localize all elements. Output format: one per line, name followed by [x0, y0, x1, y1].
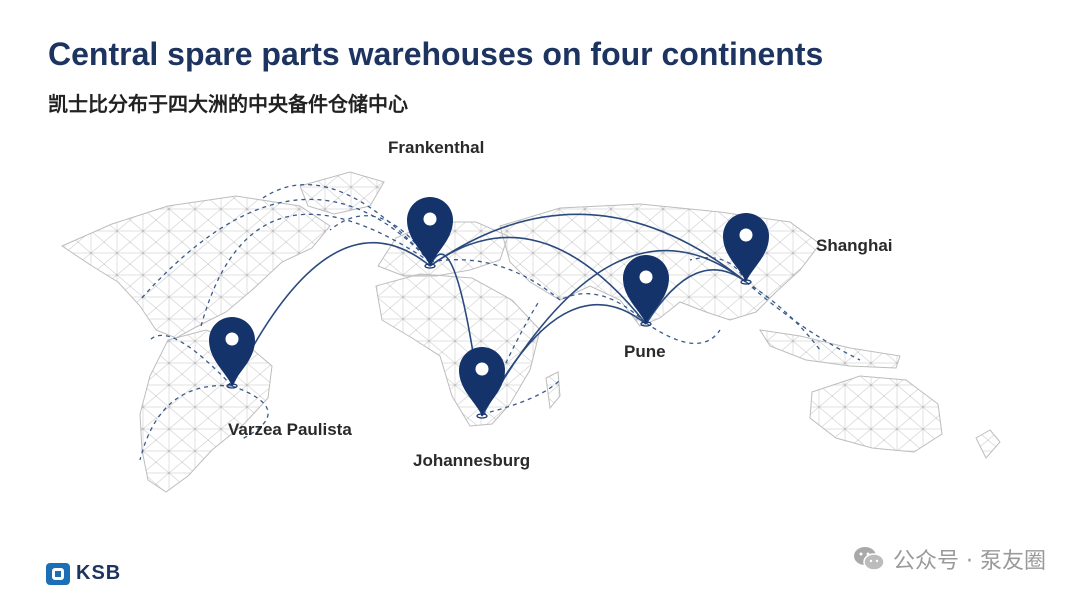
route-frankenthal-shanghai — [429, 213, 747, 283]
continent-new-zealand — [975, 429, 1001, 459]
continent-southeast-asia — [759, 329, 901, 369]
pin-johannesburg — [459, 347, 505, 419]
ksb-logo: KSB — [46, 562, 121, 585]
ksb-logo-text: KSB — [76, 562, 122, 584]
continent-africa — [375, 273, 541, 427]
watermark-text: 公众号 · 泵友圈 — [893, 549, 1046, 574]
pin-varzea — [209, 317, 255, 389]
route-pune-shanghai — [645, 268, 747, 325]
page-title: Central spare parts warehouses on four c… — [48, 36, 824, 72]
route-johannesburg-shanghai — [481, 249, 747, 417]
label-pune: Pune — [624, 342, 666, 361]
route-frankenthal-varzea — [231, 241, 431, 387]
continent-madagascar — [545, 371, 561, 410]
ksb-logo-icon — [46, 562, 70, 585]
location-pins — [209, 197, 769, 419]
watermark: 公众号 · 泵友圈 — [853, 543, 1046, 575]
label-shanghai: Shanghai — [816, 236, 893, 255]
label-varzea-paulista: Varzea Paulista — [228, 420, 352, 439]
route-frankenthal-pune — [429, 236, 647, 325]
continent-australia — [809, 375, 943, 453]
continent-south-america — [139, 329, 273, 493]
pin-shanghai — [723, 213, 769, 285]
continent-greenland — [299, 171, 385, 215]
pin-pune — [623, 255, 669, 327]
page-subtitle: 凯士比分布于四大洲的中央备件仓储中心 — [48, 92, 408, 116]
label-frankenthal: Frankenthal — [388, 138, 485, 157]
wechat-icon — [854, 547, 885, 571]
pin-frankenthal — [407, 197, 453, 269]
label-johannesburg: Johannesburg — [413, 451, 531, 470]
continent-north-america — [60, 195, 331, 339]
